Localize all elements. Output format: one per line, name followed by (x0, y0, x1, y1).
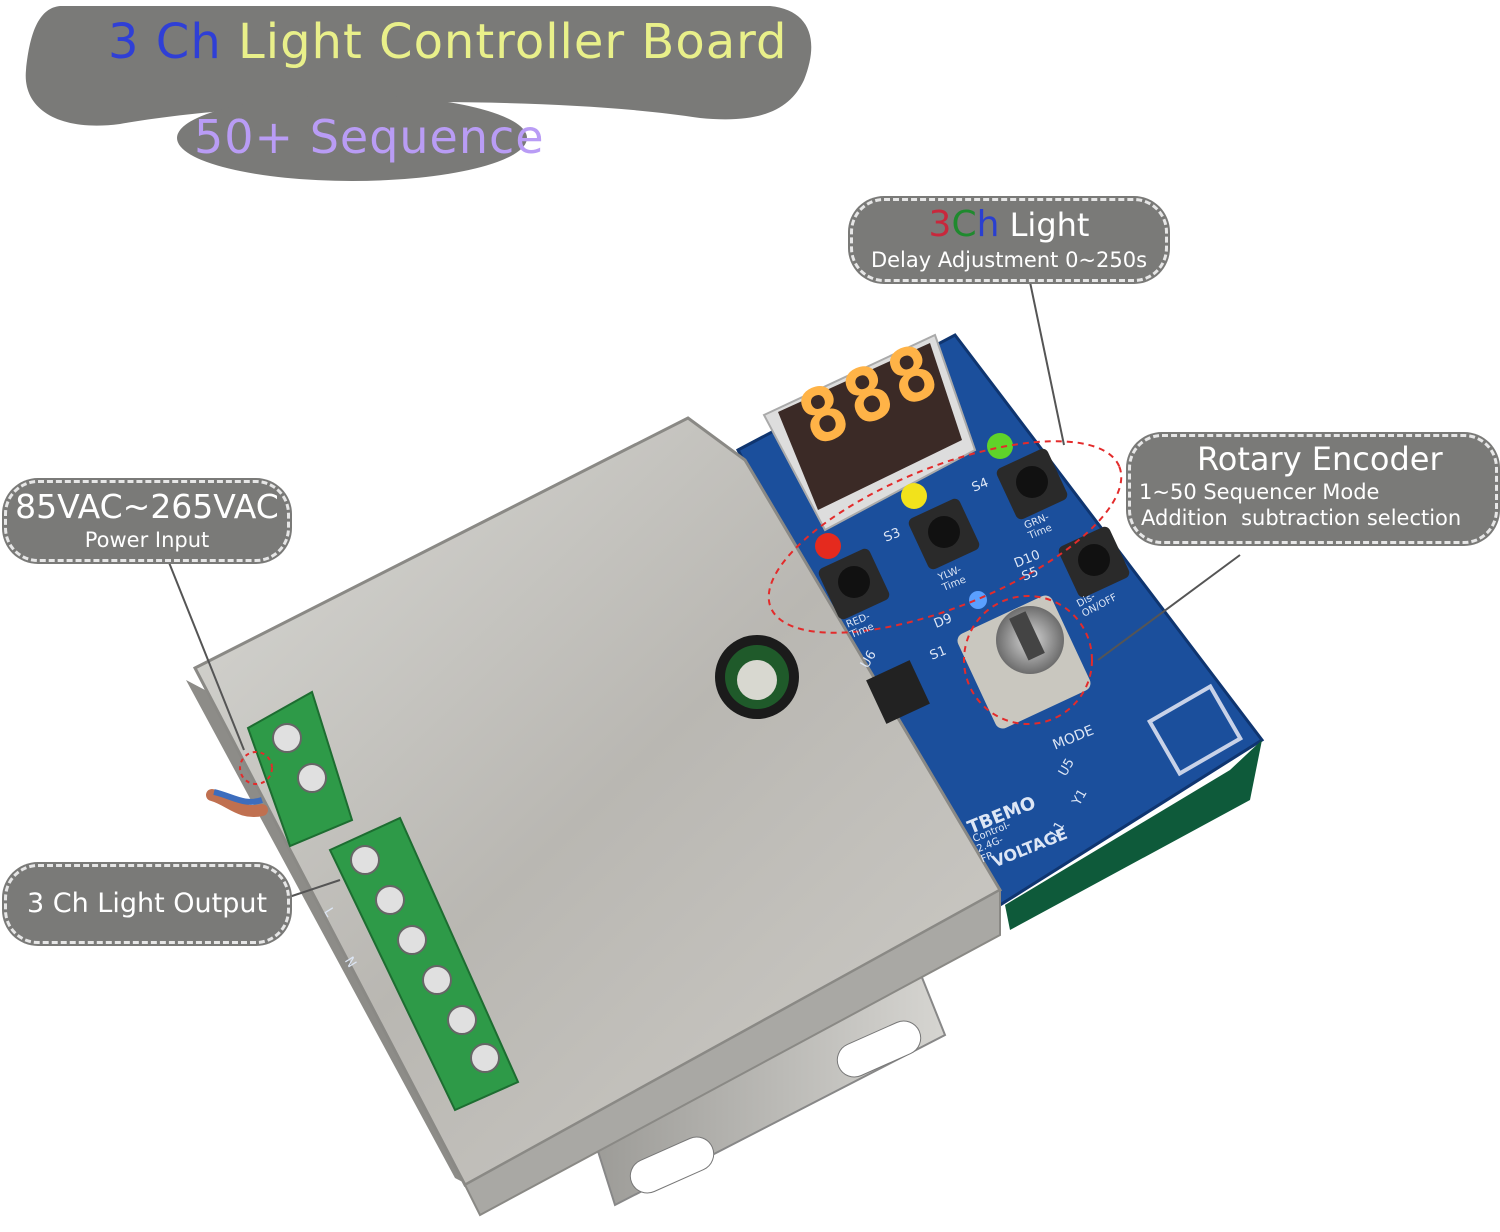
mounting-bracket (583, 958, 947, 1207)
label-y1: Y1 (1069, 786, 1091, 809)
led-blue-indicator (969, 591, 987, 609)
callout-light-delay-title: 3Ch Light (853, 203, 1165, 247)
subtitle-banner-shape (177, 95, 527, 181)
label-terminal-l: L (320, 905, 337, 920)
callout-power-title: 85VAC~265VAC (15, 487, 279, 526)
ch-blue-h: h (976, 204, 1000, 245)
callout-rotary-title: Rotary Encoder (1197, 440, 1443, 478)
title-part1: 3 Ch (108, 14, 222, 70)
led-green (987, 433, 1013, 459)
label-dis-onoff: Dis-ON/OFF (1075, 591, 1120, 620)
title-part2: Light Controller Board (238, 14, 788, 70)
rotary-encoder-knob (996, 606, 1064, 674)
label-s3: S3 (881, 525, 903, 546)
label-u5: U5 (1055, 756, 1078, 779)
callout-light-delay-detail: Delay Adjustment 0~250s (870, 248, 1148, 272)
output-terminal-block (328, 816, 520, 1112)
callout-power-detail: Power Input (84, 528, 210, 552)
microcontroller-chip (866, 660, 930, 724)
header-banner (25, 6, 812, 181)
pcb-terminal-strip (280, 760, 540, 1150)
leader-output (285, 879, 341, 899)
bracket-slot-1 (836, 1020, 922, 1078)
leader-rotary (1097, 554, 1241, 661)
terminal-screws (272, 723, 500, 1073)
led-red (815, 533, 841, 559)
label-grn-time: GRN-Time (1022, 511, 1054, 542)
buttons-highlight-ellipse (767, 440, 1123, 634)
capacitor-center (737, 660, 777, 700)
callout-rotary-line3: Addition subtraction selection (1141, 506, 1462, 530)
input-wire (206, 789, 268, 817)
callout-output-title: 3 Ch Light Output (26, 888, 268, 919)
leader-power (167, 559, 245, 751)
power-terminal-block (246, 690, 354, 848)
callout-light-output: 3 Ch Light Output (4, 864, 290, 944)
title-banner-shape (25, 6, 812, 126)
light-word: Light (999, 206, 1090, 244)
capacitor-top (725, 645, 789, 709)
leader-light-delay (1029, 281, 1065, 446)
callout-rotary-encoder: Rotary Encoder 1~50 Sequencer Mode Addit… (1128, 434, 1498, 544)
label-red-time: RED-Time (844, 611, 876, 641)
power-highlight-circle (239, 751, 273, 785)
page-title: 3 Ch Light Controller Board (108, 14, 787, 70)
label-s4: S4 (969, 475, 991, 496)
page-subtitle: 50+ Sequence (194, 110, 545, 164)
callout-rotary-line2: 1~50 Sequencer Mode (1139, 480, 1380, 504)
callout-power-input: 85VAC~265VAC Power Input (4, 480, 290, 562)
capacitor (715, 635, 799, 719)
callout-light-delay: 3Ch Light Delay Adjustment 0~250s (850, 198, 1168, 282)
antenna-trace (1146, 683, 1244, 777)
metal-cover (192, 416, 1003, 1188)
label-terminal-n: N (340, 954, 359, 971)
label-u6: U6 (857, 648, 880, 671)
label-mode: MODE (1050, 722, 1097, 754)
led-yellow (901, 483, 927, 509)
ch-green-c: C (951, 204, 977, 245)
label-ylw-time: YLW-Time (936, 564, 968, 594)
encoder-highlight-ellipse (963, 595, 1093, 725)
ch-red-3: 3 (928, 204, 952, 245)
label-d9: D9 (931, 611, 955, 632)
metal-cover-front-lip (463, 888, 1001, 1217)
rotary-encoder-base (957, 595, 1091, 729)
display-digits: 888 (786, 325, 955, 464)
bracket-slot-2 (629, 1136, 715, 1194)
label-s1: S1 (927, 643, 949, 664)
